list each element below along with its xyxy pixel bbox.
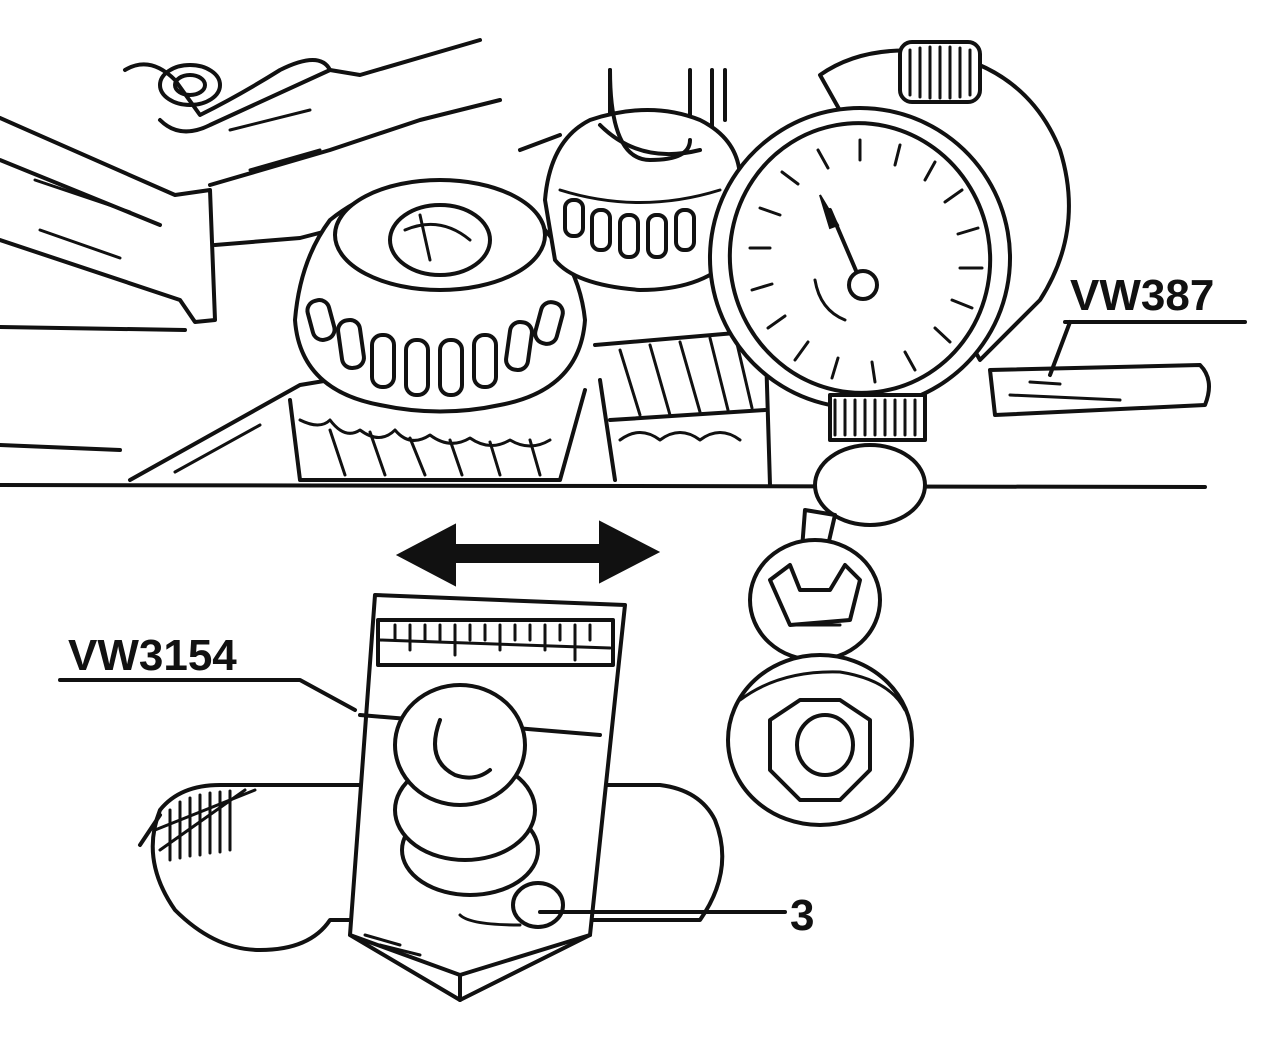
probe-heads: [726, 538, 914, 827]
callout-3-label: 3: [790, 891, 814, 940]
callout-3: 3: [538, 891, 814, 940]
left-tapered-bearing: [293, 178, 587, 414]
callout-vw387-label: VW387: [1070, 271, 1214, 320]
callout-vw3154-label: VW3154: [68, 631, 237, 680]
measuring-plate-assembly: [138, 593, 725, 1002]
callout-vw3154: VW3154: [58, 631, 357, 712]
bearing-rollers: [305, 298, 565, 397]
center-tapered-bearing: [543, 68, 742, 292]
callout-vw387: VW387: [1048, 271, 1247, 377]
dial-graduations: [748, 138, 984, 384]
double-arrow-icon: [395, 520, 661, 587]
